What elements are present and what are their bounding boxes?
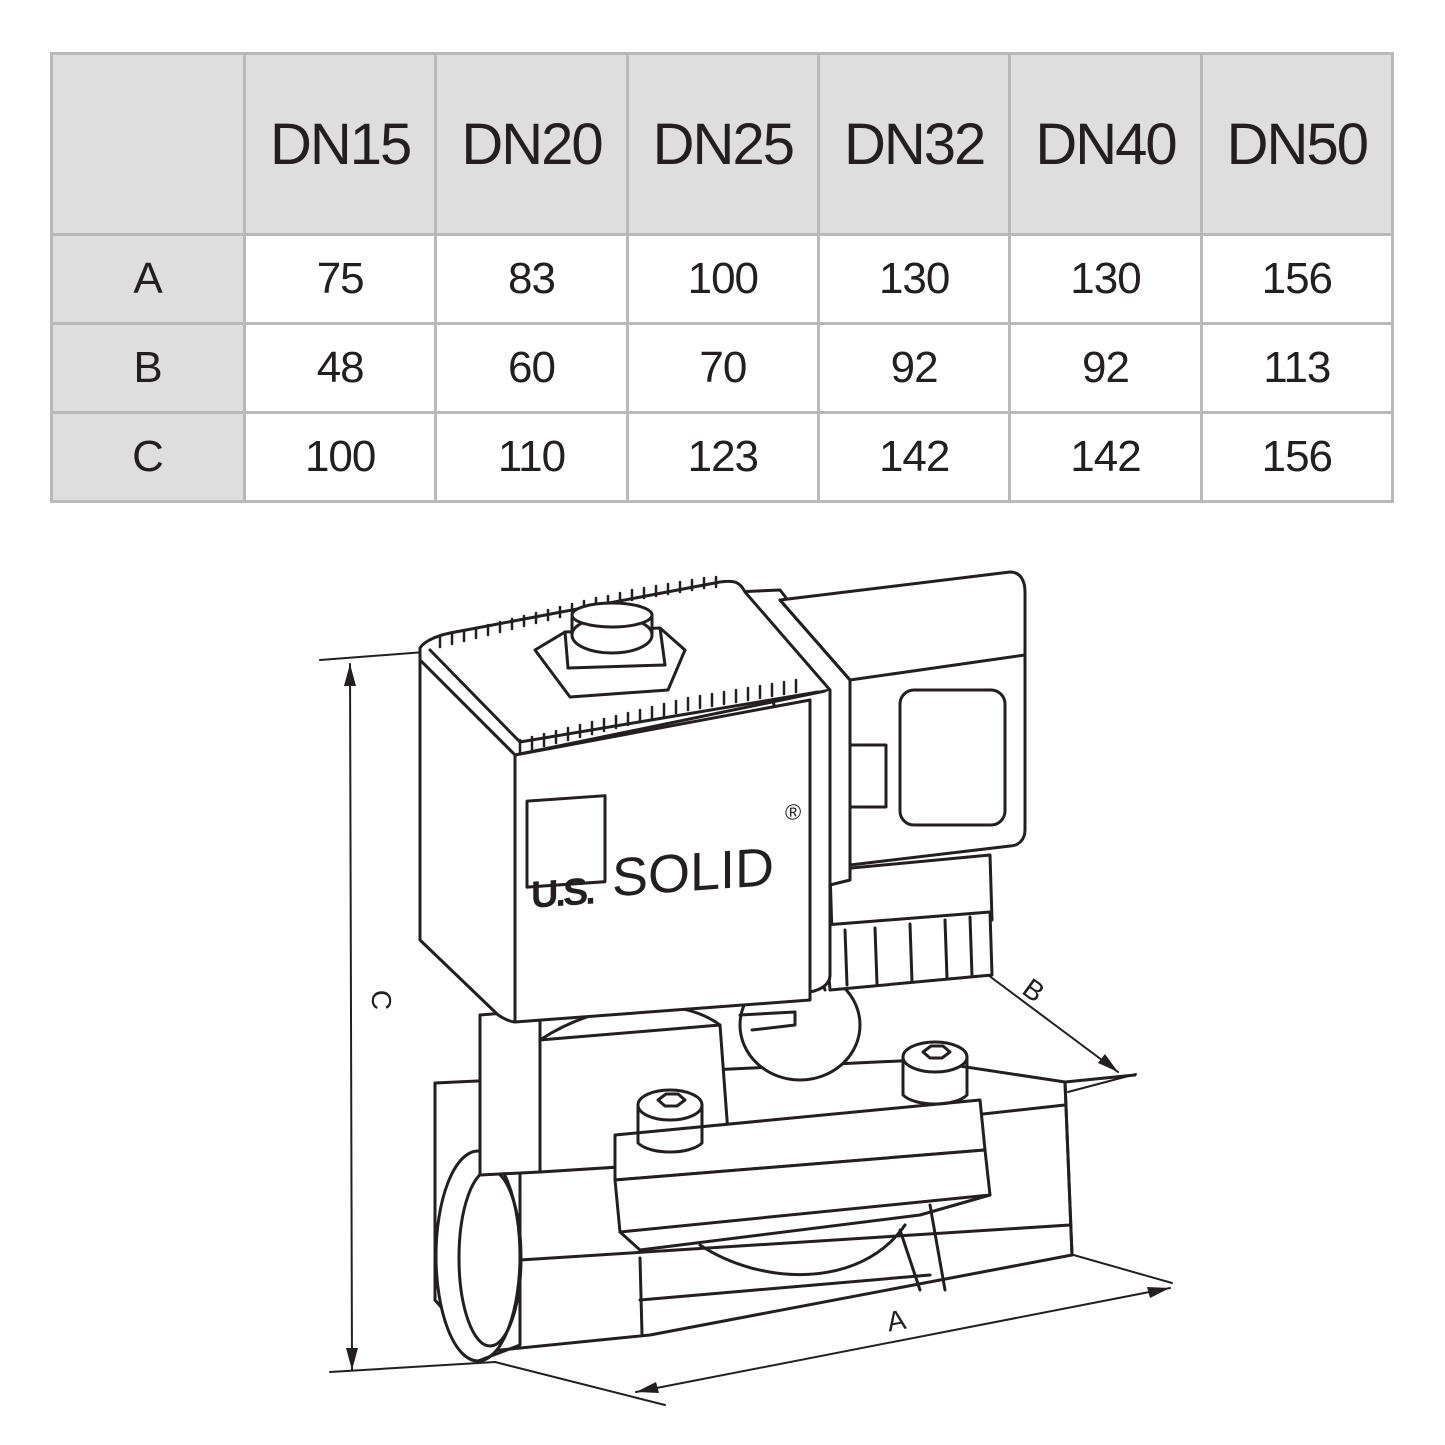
dimension-label-b: B: [1017, 972, 1050, 1008]
row-label: B: [50, 322, 246, 414]
coil-top-nut: [533, 601, 687, 699]
table-cell: 100: [625, 233, 820, 325]
table-row: B 48 60 70 92 92 113: [50, 322, 1395, 414]
bonnet: [478, 968, 992, 1292]
column-header: DN15: [242, 52, 438, 236]
valve-line-drawing: C A B: [319, 570, 1173, 1406]
connector-nut: [813, 853, 994, 992]
column-header: DN32: [816, 52, 1012, 236]
dimension-c: C: [319, 651, 496, 1373]
brand-logo: U.S. SOLID ®: [525, 794, 801, 917]
table-corner-cell: [50, 52, 246, 236]
coil: [418, 575, 832, 1024]
table-cell: 70: [625, 322, 820, 414]
brand-registered-mark: ®: [785, 799, 801, 825]
bolt-left: [636, 1088, 704, 1154]
brand-solid: SOLID: [612, 837, 774, 908]
dimension-label-c: C: [366, 990, 397, 1010]
row-label: C: [50, 411, 246, 503]
table-cell: 156: [1199, 233, 1395, 325]
bolt-right: [901, 1040, 969, 1106]
table-cell: 60: [434, 322, 629, 414]
table-cell: 156: [1199, 411, 1395, 503]
column-header: DN25: [625, 52, 820, 236]
table-cell: 110: [434, 411, 629, 503]
table-row: C 100 110 123 142 142 156: [50, 411, 1395, 503]
dimension-label-a: A: [884, 1304, 908, 1338]
table-cell: 130: [816, 233, 1012, 325]
dimension-a: A: [494, 1253, 1173, 1406]
table-cell: 130: [1008, 233, 1203, 325]
column-header: DN20: [434, 52, 629, 236]
column-header: DN50: [1199, 52, 1395, 236]
table-cell: 113: [1199, 322, 1395, 414]
column-header: DN40: [1008, 52, 1203, 236]
table-cell: 142: [1008, 411, 1203, 503]
table-header-row: DN15 DN20 DN25 DN32 DN40 DN50: [50, 52, 1395, 236]
table-cell: 48: [242, 322, 438, 414]
table-cell: 92: [1008, 322, 1203, 414]
row-label: A: [50, 233, 246, 325]
brand-us: U.S.: [531, 871, 593, 917]
table-cell: 100: [242, 411, 438, 503]
coil-ribs: [438, 575, 798, 754]
table-cell: 123: [625, 411, 820, 503]
table-cell: 142: [816, 411, 1012, 503]
dimension-table: DN15 DN20 DN25 DN32 DN40 DN50 A 75 83 10…: [50, 52, 1395, 503]
table-cell: 83: [434, 233, 629, 325]
table-row: A 75 83 100 130 130 156: [50, 233, 1395, 325]
table-cell: 75: [242, 233, 438, 325]
table-cell: 92: [816, 322, 1012, 414]
